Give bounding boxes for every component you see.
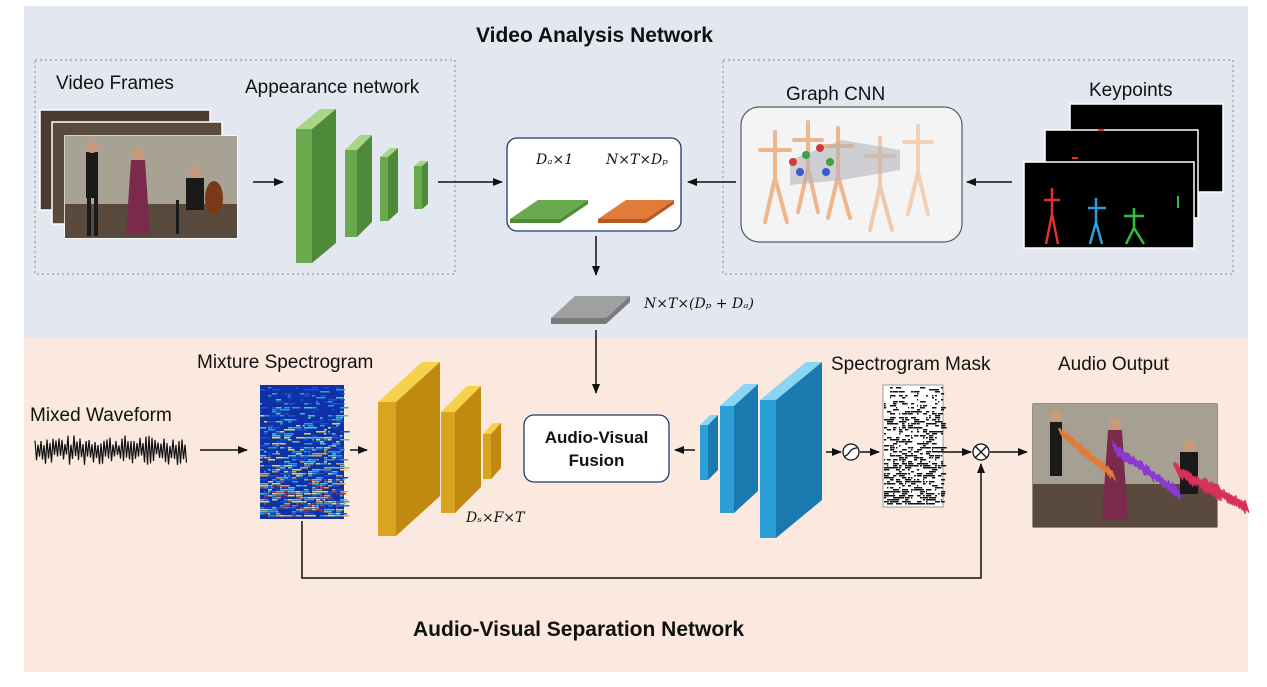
spec-dim-label: Dₛ×F×T: [466, 510, 525, 526]
graph-nodes: [789, 144, 834, 176]
keypoints-image: [1023, 103, 1224, 249]
appearance-dim-label: Dₐ×1: [536, 152, 574, 168]
video-frames-image: [39, 109, 238, 239]
pose-feature-plate: [598, 200, 674, 219]
audio-decoder-blocks: [700, 362, 822, 538]
keypoints-group-box: [722, 59, 1234, 275]
mixed-waveform-signal: [34, 435, 188, 465]
fusion-label-line2: Fusion: [568, 451, 625, 470]
video-arrows: [253, 178, 1012, 394]
separation-network-title: Audio-Visual Separation Network: [413, 618, 745, 641]
multiply-operator: [972, 443, 990, 461]
audio-arrows: [200, 446, 1028, 579]
mixture-spectrogram-image: [260, 385, 350, 519]
spectrogram-mask-image: [882, 384, 947, 508]
audio-output-label: Audio Output: [1058, 354, 1169, 375]
mixture-spectrogram-label: Mixture Spectrogram: [197, 352, 374, 373]
audio-encoder-blocks: [378, 362, 501, 536]
sigmoid-operator: [842, 443, 860, 461]
output-waveform-purple: [1111, 440, 1182, 500]
pose-dim-label: N×T×Dₚ: [606, 152, 668, 168]
keypoints-label: Keypoints: [1089, 80, 1173, 101]
audio-output-image: [1032, 403, 1218, 528]
output-waveform-orange: [1057, 427, 1116, 481]
appearance-feature-plate: [510, 200, 588, 219]
appearance-network-blocks: [296, 109, 428, 263]
output-waveform-red: [1172, 461, 1250, 514]
video-frames-label: Video Frames: [56, 73, 174, 94]
video-analysis-title: Video Analysis Network: [476, 24, 713, 47]
fusion-label: Audio-Visual Fusion: [524, 426, 669, 472]
video-frames-group-box: [34, 59, 456, 275]
concat-dim-label: N×T×(Dₚ + Dₐ): [644, 296, 754, 312]
audio-visual-fusion-box: [523, 414, 670, 483]
mixed-waveform-label: Mixed Waveform: [30, 405, 172, 426]
concatenated-feature-plate: [551, 296, 630, 324]
appearance-network-label: Appearance network: [245, 77, 420, 98]
graph-cnn-label: Graph CNN: [786, 84, 886, 105]
fusion-label-line1: Audio-Visual: [544, 428, 649, 447]
graph-highlight: [790, 140, 900, 185]
spectrogram-mask-label: Spectrogram Mask: [831, 354, 991, 375]
